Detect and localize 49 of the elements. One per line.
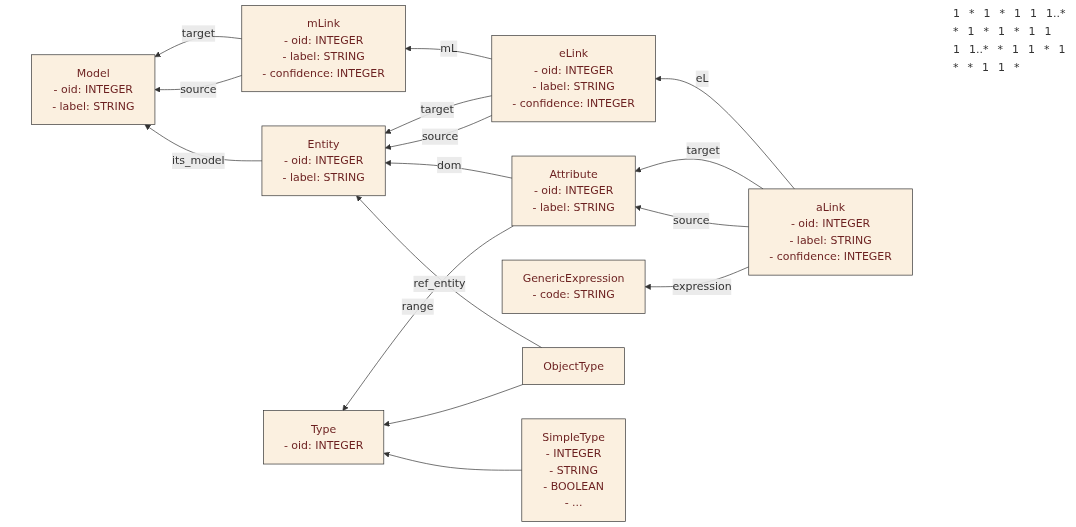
multiplicity-label: * — [1013, 24, 1021, 39]
multiplicity-label: * — [1043, 42, 1051, 57]
node-box: mLink - oid: INTEGER - label: STRING - confidence: INTEGER — [241, 5, 406, 93]
edge-label: ref_entity — [413, 277, 466, 291]
multiplicity-label: 1 — [981, 60, 990, 75]
edge-label: mL — [440, 41, 457, 55]
multiplicity-label: 1..* — [968, 42, 990, 57]
multiplicity-label: 1 — [1027, 42, 1036, 57]
edge-label: target — [686, 143, 720, 157]
multiplicity-label: 1 — [997, 60, 1006, 75]
multiplicity-label: 1 — [982, 6, 992, 21]
multiplicity-label: * — [982, 24, 990, 39]
multiplicity-label: * — [952, 60, 960, 75]
edge-label: expression — [672, 279, 732, 293]
edge-label: source — [180, 82, 217, 96]
edge-label: source — [673, 214, 710, 228]
node-box: Model - oid: INTEGER - label: STRING — [31, 54, 156, 125]
multiplicity-label: 1 — [1011, 42, 1020, 57]
multiplicity-label: 1 — [997, 24, 1006, 39]
node-box: aLink - oid: INTEGER - label: STRING - confidence: INTEGER — [748, 188, 913, 276]
edge-label: eL — [695, 71, 709, 85]
edge-label: range — [401, 299, 434, 313]
multiplicity-label: 1 — [966, 24, 976, 39]
multiplicity-label: * — [966, 60, 974, 75]
multiplicity-label: 1 — [1029, 6, 1038, 21]
node-box: GenericExpression - code: STRING — [501, 259, 646, 314]
multiplicity-label: * — [968, 6, 976, 21]
node-box: Entity - oid: INTEGER - label: STRING — [261, 125, 386, 197]
edge-label: its_model — [172, 153, 225, 167]
node-box: ObjectType — [522, 347, 625, 385]
multiplicity-label: 1 — [952, 42, 961, 57]
multiplicity-label: 1 — [1013, 6, 1022, 21]
edge-label: source — [421, 129, 459, 143]
node-box: Attribute - oid: INTEGER - label: STRING — [511, 155, 636, 227]
edge-label: target — [420, 103, 454, 117]
edge-label: dom — [437, 158, 462, 172]
multiplicity-label: * — [952, 24, 960, 39]
multiplicity-label: * — [1013, 60, 1021, 75]
node-box: Type - oid: INTEGER — [263, 410, 385, 465]
multiplicity-label: 1 — [1057, 42, 1067, 57]
node-box: SimpleType - INTEGER - STRING - BOOLEAN - ... — [521, 418, 626, 522]
multiplicity-label: * — [996, 42, 1004, 57]
multiplicity-label: 1 — [1043, 24, 1053, 39]
multiplicity-label: * — [998, 6, 1006, 21]
node-box: eLink - oid: INTEGER - label: STRING - confidence: INTEGER — [491, 35, 656, 123]
multiplicity-label: 1..* — [1045, 6, 1067, 21]
multiplicity-label: 1 — [1027, 24, 1037, 39]
multiplicity-label: 1 — [952, 6, 961, 21]
edge-label: target — [181, 26, 215, 40]
